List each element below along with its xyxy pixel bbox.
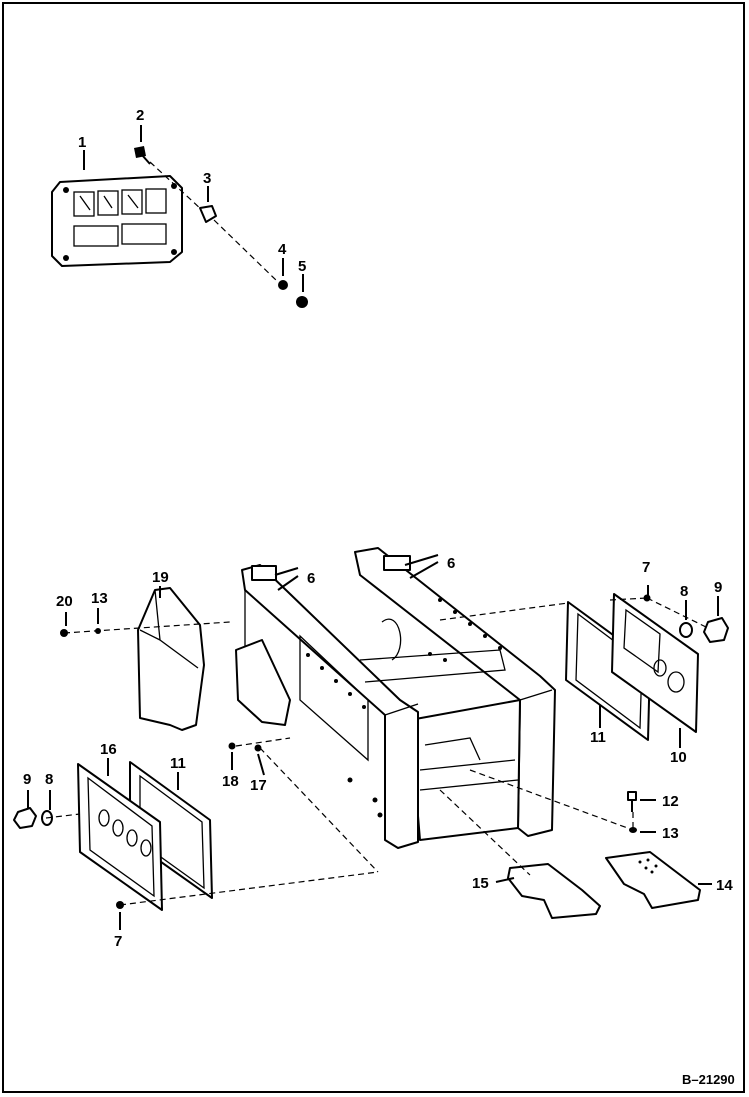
- callout-2: 2: [136, 107, 144, 124]
- screw-part: [134, 146, 151, 165]
- figure-reference-number: B–21290: [682, 1072, 735, 1087]
- callout-12: 12: [662, 793, 679, 810]
- right-washer-part: [679, 622, 693, 638]
- callout-5: 5: [298, 258, 306, 275]
- callout-19: 19: [152, 569, 169, 586]
- nut-part: [296, 296, 308, 308]
- clip-part: [199, 205, 217, 223]
- callout-10: 10: [670, 749, 687, 766]
- callout-4: 4: [278, 241, 287, 258]
- callout-14: 14: [716, 877, 733, 894]
- callout-9-left: 9: [23, 771, 31, 788]
- callout-6-left: 6: [307, 570, 315, 587]
- floor-plate-14-part: [605, 851, 701, 909]
- callout-3: 3: [203, 170, 211, 187]
- washer-part: [278, 280, 288, 290]
- callout-7-left: 7: [114, 933, 122, 950]
- callout-16: 16: [100, 741, 117, 758]
- left-nut-part: [13, 807, 37, 829]
- callout-8-left: 8: [45, 771, 53, 788]
- callout-11-left: 11: [170, 755, 186, 772]
- bolt-part: [627, 791, 637, 812]
- callout-18: 18: [222, 773, 239, 790]
- floor-plate-15-part: [507, 863, 601, 919]
- callout-9-right: 9: [714, 579, 722, 596]
- right-nut-part: [703, 617, 729, 643]
- callout-11-right: 11: [590, 729, 606, 746]
- callout-7-right: 7: [642, 559, 650, 576]
- instrument-panel-part: [51, 175, 183, 267]
- callout-8-right: 8: [680, 583, 688, 600]
- main-frame-part: [235, 547, 556, 849]
- callout-20: 20: [56, 593, 73, 610]
- right-cover-plate-part: [611, 593, 699, 733]
- left-cover-plate-part: [77, 763, 163, 911]
- callout-17: 17: [250, 777, 267, 794]
- callout-6-right: 6: [447, 555, 455, 572]
- callout-13-right: 13: [662, 825, 679, 842]
- side-cover-part: [137, 587, 205, 731]
- callout-1: 1: [78, 134, 86, 151]
- callout-15: 15: [472, 875, 489, 892]
- callout-13-left: 13: [91, 590, 108, 607]
